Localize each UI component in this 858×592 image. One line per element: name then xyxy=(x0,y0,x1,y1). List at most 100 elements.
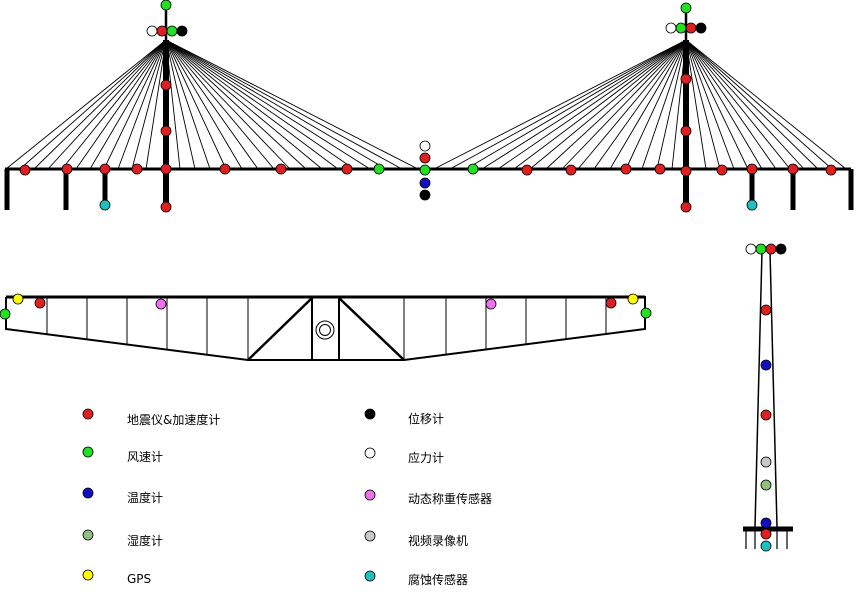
deck-cross-section xyxy=(0,293,652,361)
sensor-anemometer xyxy=(419,164,431,176)
sensor-wim xyxy=(485,298,497,310)
stay-cable xyxy=(165,39,196,170)
sensor-anemometer xyxy=(373,163,385,175)
sensor-gps xyxy=(12,293,24,305)
manhole-inner xyxy=(319,324,331,336)
sensor-seismometer xyxy=(685,22,697,34)
legend-label-strain: 应力计 xyxy=(408,451,445,465)
sensor-seismometer xyxy=(341,163,353,175)
stay-cable xyxy=(685,39,707,170)
stay-cable xyxy=(513,39,687,170)
legend-label-displacement: 位移计 xyxy=(408,412,445,426)
diaphragm-right xyxy=(338,297,405,361)
stay-cable xyxy=(465,39,687,170)
stay-cable xyxy=(131,39,167,170)
sensor-seismometer xyxy=(419,152,431,164)
stay-cable xyxy=(449,39,687,170)
stay-cable xyxy=(481,39,687,170)
sensor-seismometer xyxy=(160,163,172,175)
legend-label-video: 视频录像机 xyxy=(408,534,469,548)
legend-marker-thermometer xyxy=(82,487,94,499)
sensor-seismometer xyxy=(760,304,772,316)
sensor-seismometer xyxy=(160,201,172,213)
tower-side-view xyxy=(743,243,793,552)
stay-cable xyxy=(165,39,419,170)
sensor-seismometer xyxy=(605,297,617,309)
stay-cable xyxy=(685,39,833,170)
stay-cable xyxy=(165,39,243,170)
sensor-corrosion xyxy=(99,199,111,211)
stay-cable xyxy=(165,39,403,170)
tower-leg-left xyxy=(754,250,763,528)
stay-cable xyxy=(609,39,687,170)
stay-cable xyxy=(165,39,355,170)
stay-cable xyxy=(165,39,291,170)
legend-markers xyxy=(82,408,376,582)
stay-cable xyxy=(165,39,275,170)
stay-cable xyxy=(165,39,211,170)
diaphragm-left xyxy=(247,297,313,361)
legend-marker-video xyxy=(364,530,376,542)
sensor-seismometer xyxy=(19,164,31,176)
stay-cable xyxy=(19,39,167,170)
stay-cable xyxy=(165,39,387,170)
sensor-gps xyxy=(627,293,639,305)
stay-cable xyxy=(685,39,721,170)
stay-cable xyxy=(545,39,687,170)
legend-label-hygrometer: 湿度计 xyxy=(127,534,164,548)
sensor-seismometer xyxy=(680,165,692,177)
stay-cable xyxy=(685,39,777,170)
sensor-strain xyxy=(146,25,158,37)
sensor-anemometer xyxy=(166,25,178,37)
sensor-anemometer xyxy=(640,307,652,319)
sensor-seismometer xyxy=(680,73,692,85)
bridge-elevation-view xyxy=(4,0,854,213)
sensor-seismometer xyxy=(160,125,172,137)
stay-cable xyxy=(103,39,167,170)
stay-cable xyxy=(5,39,167,170)
girder-webs xyxy=(46,298,607,360)
sensor-seismometer xyxy=(825,164,837,176)
sensor-seismometer xyxy=(521,164,533,176)
stay-cable xyxy=(165,39,227,170)
legend-label-seismometer: 地震仪&加速度计 xyxy=(127,413,221,427)
stay-cable xyxy=(145,39,167,170)
stay-cable xyxy=(89,39,167,170)
sensor-seismometer xyxy=(620,163,632,175)
legend-marker-seismometer xyxy=(82,408,94,420)
sensor-seismometer xyxy=(99,163,111,175)
stay-cable xyxy=(641,39,687,170)
sensor-anemometer xyxy=(160,0,172,11)
stay-cable xyxy=(497,39,687,170)
stay-cable xyxy=(561,39,687,170)
stay-cable xyxy=(165,39,259,170)
sensor-corrosion xyxy=(746,199,758,211)
manhole-outer xyxy=(315,320,335,340)
cross-section-sensors xyxy=(0,293,652,320)
legend-label-gps: GPS xyxy=(127,572,152,586)
sensor-seismometer xyxy=(34,297,46,309)
tower-leg-right xyxy=(769,250,778,528)
sensor-seismometer xyxy=(275,163,287,175)
stay-cable xyxy=(685,39,819,170)
sensor-thermometer xyxy=(760,359,772,371)
stay-cable xyxy=(165,39,307,170)
sensor-seismometer xyxy=(156,25,168,37)
stay-cable xyxy=(433,39,687,170)
legend-marker-anemometer xyxy=(82,446,94,458)
legend-marker-wim xyxy=(364,489,376,501)
stay-cable xyxy=(577,39,687,170)
stay-cable xyxy=(685,39,805,170)
legend-label-corrosion: 腐蚀传感器 xyxy=(408,573,469,587)
stay-cable xyxy=(165,39,371,170)
stay-cable xyxy=(685,39,847,170)
sensor-displacement xyxy=(775,243,787,255)
stay-cable xyxy=(685,39,763,170)
sensor-thermometer xyxy=(760,517,772,529)
stay-cable xyxy=(656,39,687,170)
legend-marker-gps xyxy=(82,569,94,581)
stay-cable xyxy=(685,39,791,170)
stay-cable xyxy=(529,39,687,170)
sensor-seismometer xyxy=(765,243,777,255)
sensor-anemometer xyxy=(0,308,11,320)
